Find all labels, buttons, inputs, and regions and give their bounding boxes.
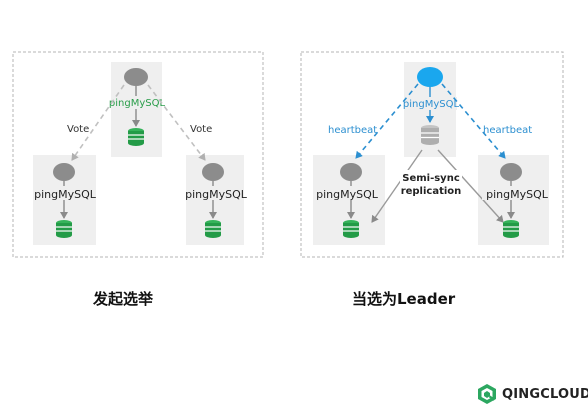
left-right-node [202,163,224,181]
replication-label-line2: replication [401,186,462,197]
qingcloud-logo: QINGCLOUD [476,383,588,405]
left-top-node [124,68,148,86]
left-vote-arrow [71,84,125,161]
left-top-node-label: pingMySQL [109,98,166,109]
left-panel-caption: 发起选举 [93,290,154,308]
leader-db-icon [420,124,440,146]
right-top-node-label: pingMySQL [403,99,460,110]
left-panel: pingMySQL pingMySQL pingMySQL Vote Vote [12,51,264,258]
heartbeat-right-label: heartbeat [483,125,532,136]
left-right-node-label: pingMySQL [185,188,248,201]
replication-right-arrow [437,149,504,223]
right-vote-arrow [147,84,206,161]
right-left-node [340,163,362,181]
right-panel-caption: 当选为Leader [352,290,456,308]
right-panel-border [300,51,564,258]
replication-left-arrow [371,149,423,223]
left-left-node-label: pingMySQL [34,188,97,201]
heartbeat-left-label: heartbeat [328,125,377,136]
left-left-node [53,163,75,181]
right-right-db-icon [502,219,520,239]
right-right-node [500,163,522,181]
left-right-db-icon [204,219,222,239]
right-right-node-label: pingMySQL [486,188,549,201]
qingcloud-logo-icon [478,384,496,404]
left-panel-border [12,51,264,258]
left-left-db-icon [55,219,73,239]
right-left-db-icon [342,219,360,239]
right-left-node-label: pingMySQL [316,188,379,201]
heartbeat-left-arrow [355,83,419,159]
vote-right-label: Vote [190,124,212,135]
qingcloud-logo-text: QINGCLOUD [502,386,588,402]
replication-label-line1: Semi-sync [402,173,460,184]
left-top-db-icon [127,127,145,147]
heartbeat-right-arrow [441,83,506,159]
right-panel: pingMySQL pingMySQL pingMySQL heartbeat … [300,51,564,258]
leader-node [417,67,443,87]
vote-left-label: Vote [67,124,89,135]
